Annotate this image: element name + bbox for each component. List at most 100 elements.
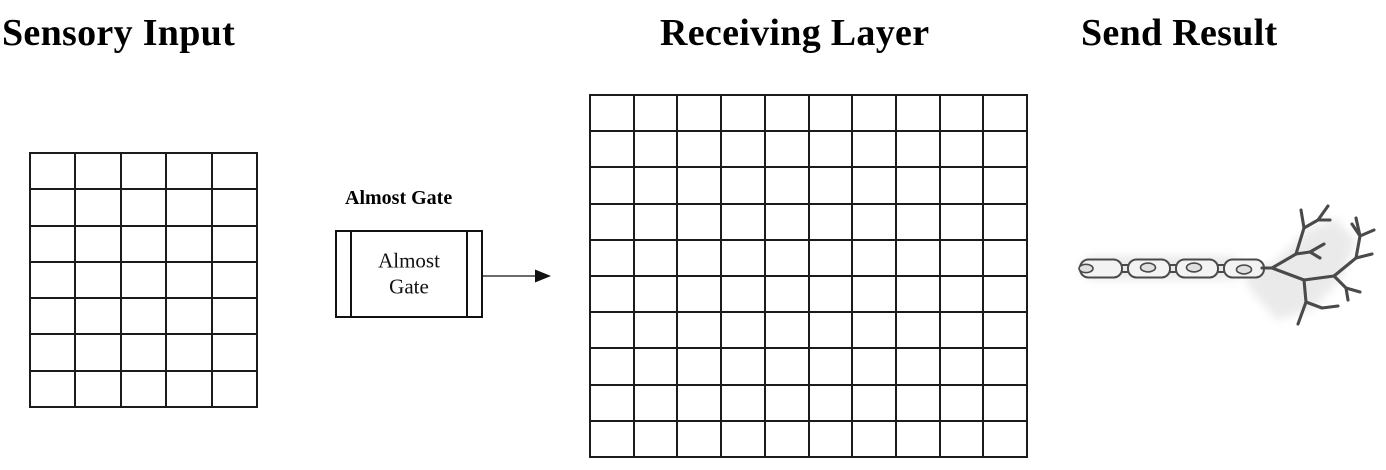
grid-cell[interactable] [896, 168, 941, 205]
grid-cell[interactable] [896, 385, 941, 422]
grid-cell[interactable] [809, 421, 854, 458]
grid-cell[interactable] [212, 262, 258, 300]
grid-cell[interactable] [940, 132, 985, 169]
grid-cell[interactable] [853, 277, 897, 314]
grid-cell[interactable] [591, 240, 635, 277]
grid-cell[interactable] [809, 313, 854, 350]
grid-cell[interactable] [678, 204, 723, 241]
grid-cell[interactable] [167, 262, 213, 300]
grid-cell[interactable] [896, 132, 941, 169]
grid-cell[interactable] [940, 204, 985, 241]
grid-cell[interactable] [984, 277, 1028, 314]
grid-cell[interactable] [940, 240, 985, 277]
grid-cell[interactable] [984, 240, 1028, 277]
grid-cell[interactable] [940, 277, 985, 314]
grid-cell[interactable] [678, 240, 723, 277]
grid-cell[interactable] [809, 132, 854, 169]
grid-cell[interactable] [591, 204, 635, 241]
grid-cell[interactable] [940, 349, 985, 386]
grid-cell[interactable] [591, 421, 635, 458]
grid-cell[interactable] [722, 313, 766, 350]
grid-cell[interactable] [678, 168, 723, 205]
grid-cell[interactable] [121, 335, 168, 372]
grid-cell[interactable] [765, 349, 810, 386]
grid-cell[interactable] [634, 204, 679, 241]
grid-cell[interactable] [591, 96, 635, 133]
grid-cell[interactable] [940, 385, 985, 422]
grid-cell[interactable] [896, 277, 941, 314]
grid-cell[interactable] [634, 132, 679, 169]
grid-cell[interactable] [212, 226, 258, 263]
grid-cell[interactable] [722, 240, 766, 277]
grid-cell[interactable] [940, 421, 985, 458]
grid-cell[interactable] [121, 299, 168, 336]
grid-cell[interactable] [853, 349, 897, 386]
grid-cell[interactable] [212, 335, 258, 372]
grid-cell[interactable] [896, 240, 941, 277]
grid-cell[interactable] [722, 204, 766, 241]
grid-cell[interactable] [896, 204, 941, 241]
grid-cell[interactable] [809, 349, 854, 386]
grid-cell[interactable] [31, 154, 77, 191]
grid-cell[interactable] [765, 277, 810, 314]
grid-cell[interactable] [76, 154, 122, 191]
grid-cell[interactable] [634, 240, 679, 277]
grid-cell[interactable] [809, 277, 854, 314]
grid-cell[interactable] [809, 96, 854, 133]
receiving-layer-grid[interactable] [589, 94, 1028, 458]
grid-cell[interactable] [984, 421, 1028, 458]
grid-cell[interactable] [940, 96, 985, 133]
grid-cell[interactable] [940, 168, 985, 205]
grid-cell[interactable] [809, 385, 854, 422]
grid-cell[interactable] [76, 190, 122, 227]
grid-cell[interactable] [984, 204, 1028, 241]
grid-cell[interactable] [765, 240, 810, 277]
grid-cell[interactable] [984, 385, 1028, 422]
grid-cell[interactable] [853, 385, 897, 422]
grid-cell[interactable] [984, 132, 1028, 169]
grid-cell[interactable] [31, 226, 77, 263]
grid-cell[interactable] [853, 132, 897, 169]
grid-cell[interactable] [212, 190, 258, 227]
grid-cell[interactable] [591, 277, 635, 314]
grid-cell[interactable] [853, 96, 897, 133]
grid-cell[interactable] [634, 421, 679, 458]
grid-cell[interactable] [984, 349, 1028, 386]
grid-cell[interactable] [765, 204, 810, 241]
grid-cell[interactable] [678, 132, 723, 169]
grid-cell[interactable] [634, 277, 679, 314]
grid-cell[interactable] [634, 349, 679, 386]
grid-cell[interactable] [591, 132, 635, 169]
grid-cell[interactable] [722, 168, 766, 205]
grid-cell[interactable] [853, 240, 897, 277]
grid-cell[interactable] [765, 313, 810, 350]
grid-cell[interactable] [678, 421, 723, 458]
grid-cell[interactable] [167, 299, 213, 336]
grid-cell[interactable] [984, 313, 1028, 350]
sensory-input-grid[interactable] [29, 152, 258, 408]
grid-cell[interactable] [634, 313, 679, 350]
grid-cell[interactable] [984, 96, 1028, 133]
grid-cell[interactable] [121, 154, 168, 191]
grid-cell[interactable] [121, 262, 168, 300]
grid-cell[interactable] [853, 168, 897, 205]
grid-cell[interactable] [809, 168, 854, 205]
grid-cell[interactable] [31, 190, 77, 227]
grid-cell[interactable] [765, 421, 810, 458]
grid-cell[interactable] [678, 349, 723, 386]
grid-cell[interactable] [634, 96, 679, 133]
grid-cell[interactable] [212, 299, 258, 336]
grid-cell[interactable] [167, 226, 213, 263]
grid-cell[interactable] [167, 335, 213, 372]
grid-cell[interactable] [765, 385, 810, 422]
grid-cell[interactable] [896, 421, 941, 458]
grid-cell[interactable] [31, 299, 77, 336]
grid-cell[interactable] [121, 371, 168, 408]
grid-cell[interactable] [76, 371, 122, 408]
grid-cell[interactable] [76, 226, 122, 263]
grid-cell[interactable] [853, 204, 897, 241]
grid-cell[interactable] [722, 277, 766, 314]
grid-cell[interactable] [31, 335, 77, 372]
grid-cell[interactable] [896, 349, 941, 386]
grid-cell[interactable] [76, 262, 122, 300]
